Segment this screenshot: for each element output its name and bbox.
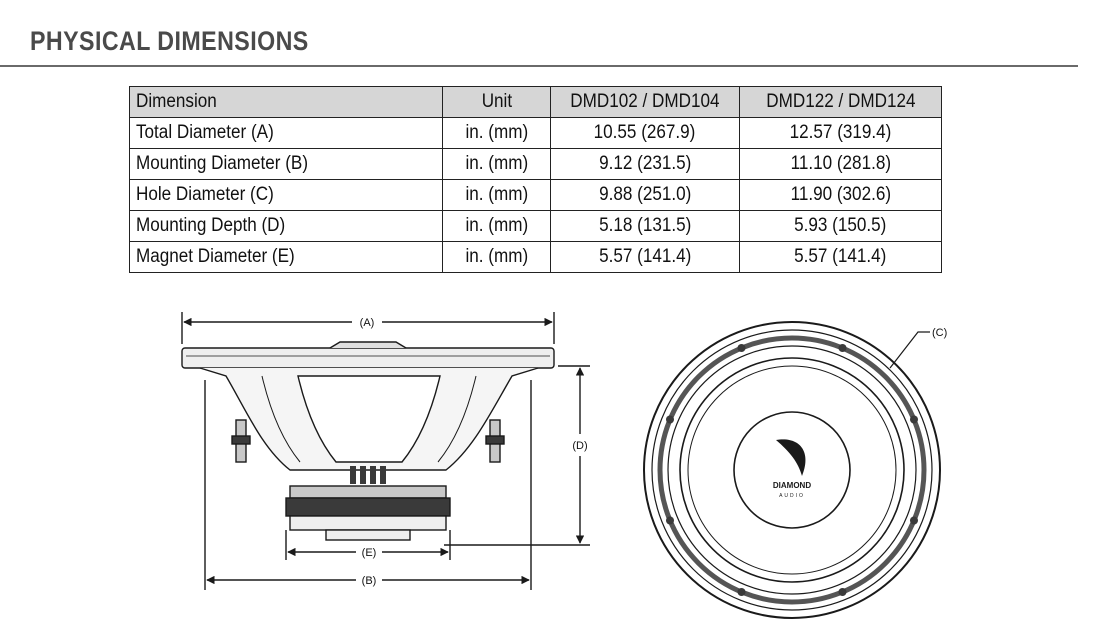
- bolt: [910, 516, 918, 525]
- mounting-bolts: [666, 344, 918, 596]
- logo-text: DIAMOND: [773, 481, 811, 490]
- cell-unit: in. (mm): [442, 241, 551, 273]
- cell-dmd102: 5.18 (131.5): [550, 210, 740, 242]
- magnet-top-plate: [289, 485, 447, 499]
- cell-dmd102: 9.12 (231.5): [550, 148, 740, 180]
- speaker-side-view: [181, 312, 590, 590]
- surround-inner: [679, 357, 905, 583]
- cell-dmd122: 11.90 (302.6): [739, 179, 942, 211]
- outer-rim: [643, 321, 941, 619]
- logo-subtext: AUDIO: [779, 493, 805, 499]
- cell-dmd122: 12.57 (319.4): [739, 117, 942, 149]
- cell-dmd122: 5.93 (150.5): [739, 210, 942, 242]
- cell-dmd122: 11.10 (281.8): [739, 148, 942, 180]
- terminal-right-clip: [485, 435, 505, 445]
- cell-dmd122: 5.57 (141.4): [739, 241, 942, 273]
- cell-dmd102: 9.88 (251.0): [550, 179, 740, 211]
- page-title: PHYSICAL DIMENSIONS: [30, 26, 309, 56]
- pole-piece: [325, 529, 411, 541]
- label-d: (D): [572, 440, 587, 452]
- table-row: Magnet Diameter (E) in. (mm) 5.57 (141.4…: [129, 241, 942, 273]
- mounting-ring: [657, 335, 927, 605]
- magnet-bottom-plate: [289, 515, 447, 531]
- cell-unit: in. (mm): [442, 179, 551, 211]
- magnet: [285, 497, 451, 517]
- speaker-front-view: [643, 321, 941, 619]
- bolt: [666, 415, 674, 424]
- bolt: [838, 588, 847, 596]
- table-row: Hole Diameter (C) in. (mm) 9.88 (251.0) …: [129, 179, 942, 211]
- label-a: (A): [360, 317, 375, 329]
- flange: [181, 347, 555, 369]
- table-header-row: Dimension Unit DMD102 / DMD104 DMD122 / …: [129, 86, 942, 118]
- dust-cap: [733, 411, 851, 529]
- header-unit: Unit: [442, 86, 551, 118]
- flange-bump: [329, 341, 407, 349]
- cell-dmd102: 5.57 (141.4): [550, 241, 740, 273]
- label-b: (B): [362, 575, 377, 587]
- dimensions-table: Dimension Unit DMD102 / DMD104 DMD122 / …: [129, 86, 942, 273]
- surround-outer: [667, 345, 917, 595]
- label-e: (E): [362, 547, 377, 559]
- header-dmd122: DMD122 / DMD124: [739, 86, 942, 118]
- table-row: Mounting Diameter (B) in. (mm) 9.12 (231…: [129, 148, 942, 180]
- cell-dmd102: 10.55 (267.9): [550, 117, 740, 149]
- leader-c: [889, 331, 930, 369]
- bolt: [737, 344, 746, 352]
- cone-edge: [687, 365, 897, 575]
- cell-dimension: Total Diameter (A): [129, 117, 443, 149]
- bolt: [737, 588, 746, 596]
- cell-unit: in. (mm): [442, 117, 551, 149]
- title-divider: [0, 65, 1078, 67]
- basket-window: [297, 375, 441, 463]
- cell-dimension: Magnet Diameter (E): [129, 241, 443, 273]
- cell-unit: in. (mm): [442, 210, 551, 242]
- vent-grille: [350, 466, 386, 484]
- bolt: [910, 415, 918, 424]
- basket-spoke-left: [261, 375, 301, 463]
- header-dimension: Dimension: [129, 86, 443, 118]
- label-c: (C): [932, 327, 947, 339]
- bolt: [666, 516, 674, 525]
- header-dmd102: DMD102 / DMD104: [550, 86, 740, 118]
- rim-inner-edge: [651, 329, 933, 611]
- table-row: Mounting Depth (D) in. (mm) 5.18 (131.5)…: [129, 210, 942, 242]
- basket-spoke-right: [437, 375, 477, 463]
- terminal-left-clip: [231, 435, 251, 445]
- table-row: Total Diameter (A) in. (mm) 10.55 (267.9…: [129, 117, 942, 149]
- bolt: [838, 344, 847, 352]
- logo-mark: [776, 439, 806, 476]
